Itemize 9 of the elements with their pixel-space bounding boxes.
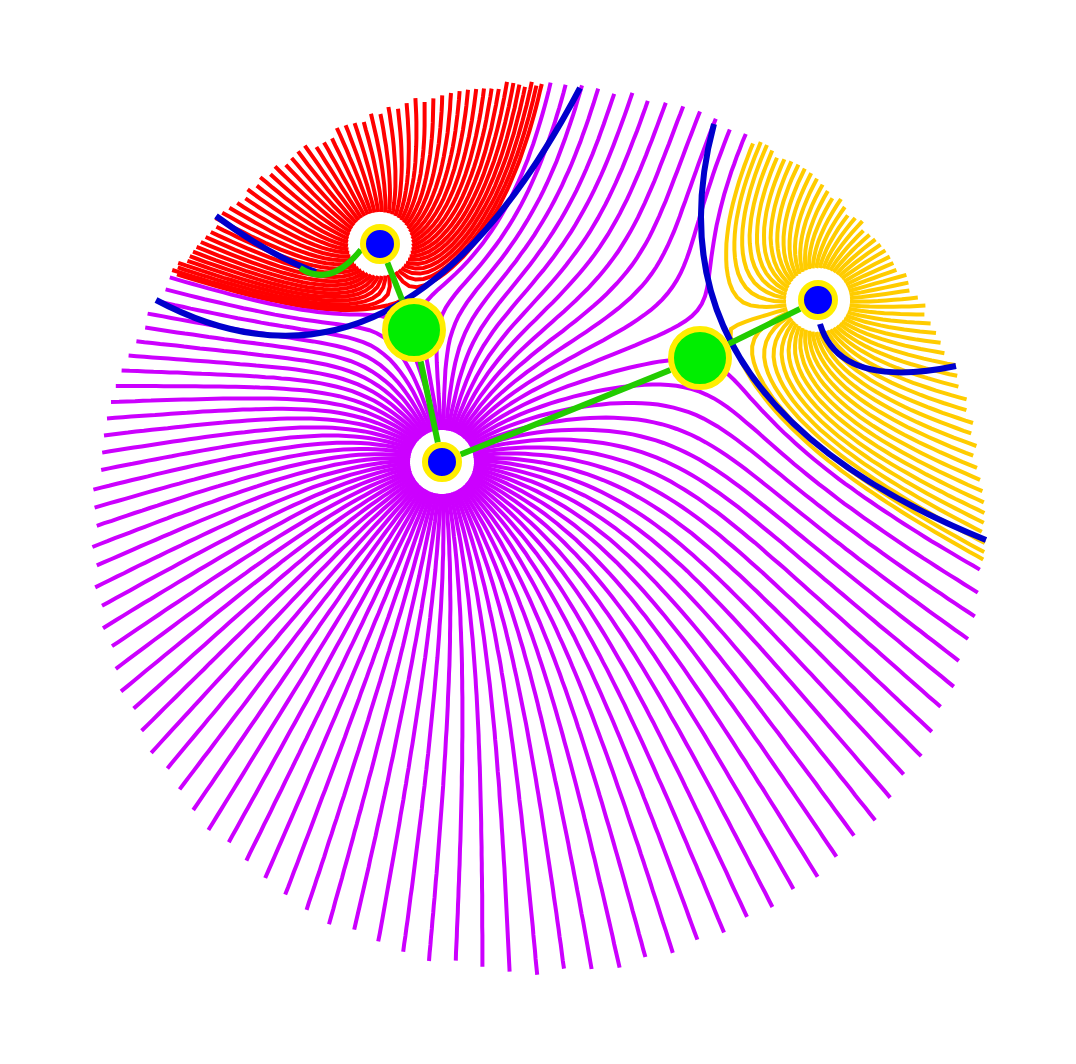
saddle-node <box>382 298 446 362</box>
charge-node <box>360 224 400 264</box>
connector-line <box>298 247 364 278</box>
connector-line <box>384 261 406 302</box>
charge-node <box>422 442 462 482</box>
connector-line <box>417 360 441 444</box>
connector-line <box>459 367 672 458</box>
charge-node <box>798 280 838 320</box>
saddle-node <box>668 326 732 390</box>
